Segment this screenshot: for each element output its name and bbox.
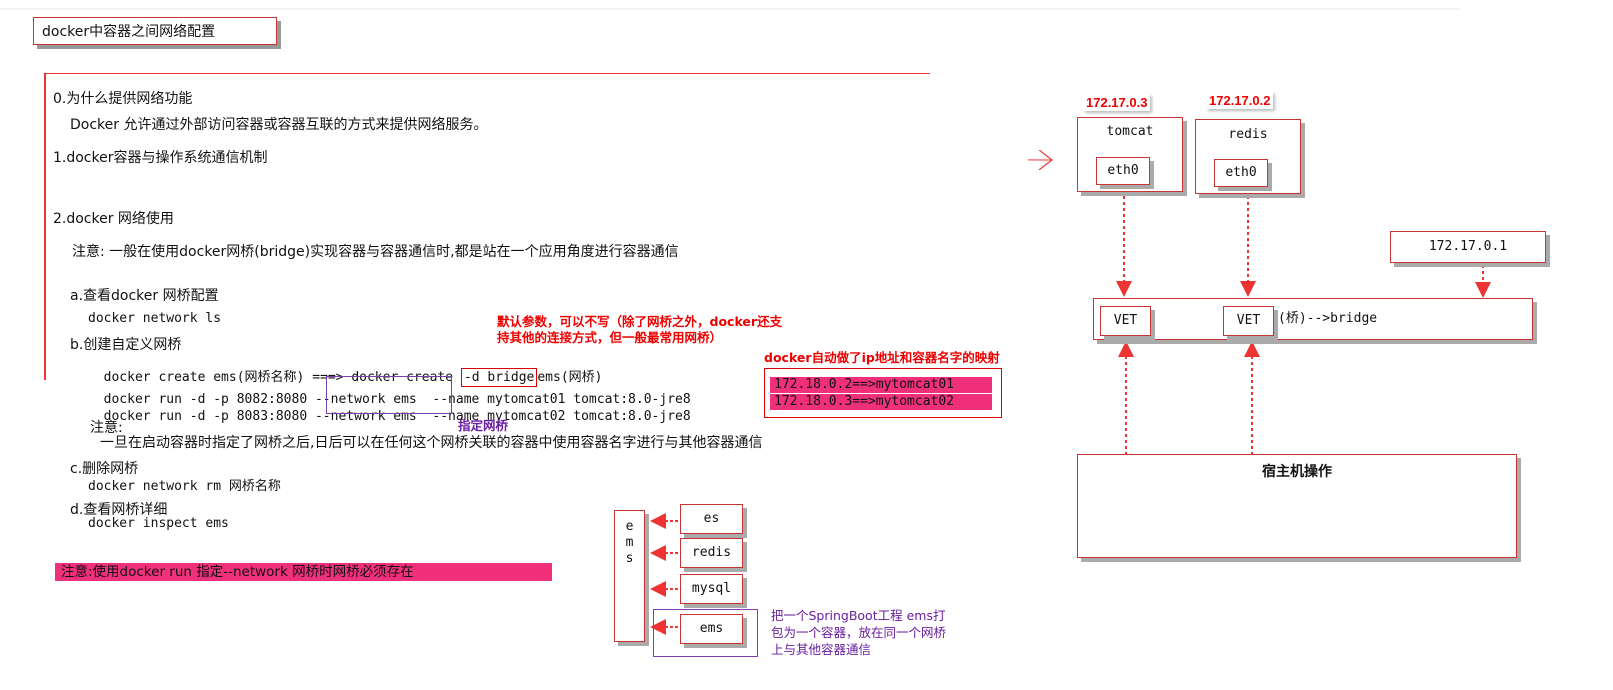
tomcat-name: tomcat [1106,124,1154,139]
d-cmd: docker inspect ems [88,516,229,531]
run1-boxed: --network ems [314,392,417,407]
default-param-line1: 默认参数，可以不写（除了网桥之外，docker还支 [497,314,783,329]
mapping-box [764,368,1002,418]
host-box: 宿主机操作 [1077,454,1517,558]
page-title-text: docker中容器之间网络配置 [42,24,216,40]
auto-mapping-note: docker自动做了ip地址和容器名字的映射 [764,350,1000,365]
es-container: es [680,504,743,534]
gateway-ip: 172.17.0.1 [1390,231,1546,263]
b-cmd-boxed: -d bridge [460,368,538,387]
default-param-line2: 持其他的连接方式，但一般最常用网桥） [497,330,723,345]
run1-prefix: docker run -d -p 8082:8080 [103,392,315,407]
s0-heading: 0.为什么提供网络功能 [53,91,193,107]
note-body: 一旦在启动容器时指定了网桥之后,日后可以在任何这个网桥关联的容器中使用容器名字进… [100,435,763,451]
must-exist-note: 注意:使用docker run 指定--network 网桥时网桥必须存在 [55,563,552,581]
s1-heading: 1.docker容器与操作系统通信机制 [53,150,268,166]
b-heading: b.创建自定义网桥 [70,337,182,353]
note-label: 注意: [90,420,123,436]
b-cmd: docker create ems(网桥名称) ===> docker crea… [88,351,603,387]
tomcat-eth0: eth0 [1096,157,1150,185]
a-cmd: docker network ls [88,311,222,326]
vet-1: VET [1100,306,1151,336]
s0-body: Docker 允许通过外部访问容器或容器互联的方式来提供网络服务。 [70,117,488,133]
s2-heading: 2.docker 网络使用 [53,211,174,227]
ems-bridge-bar: e m s [614,510,645,642]
run2-prefix: docker run -d -p 8083:8080 [103,409,315,424]
springboot-line2: 包为一个容器，放在同一个网桥 [771,625,947,640]
mapping-2: 172.18.0.3==>mytomcat02 [770,394,992,410]
redis-ip: 172.17.0.2 [1206,92,1274,109]
page-title: docker中容器之间网络配置 [33,17,277,45]
springboot-line3: 上与其他容器通信 [771,642,872,657]
ems-highlight-box [653,609,758,657]
a-heading: a.查看docker 网桥配置 [70,288,219,304]
host-label: 宿主机操作 [1262,464,1332,480]
run2-boxed: --network ems [314,409,417,424]
run1-cmd: docker run -d -p 8082:8080 --network ems… [88,377,691,407]
network-ems-box [326,376,452,414]
redis-container: redis [680,538,743,568]
b-cmd-prefix: docker create ems(网桥名称) ===> docker crea… [103,370,461,385]
d-heading: d.查看网桥详细 [70,502,168,518]
run2-cmd: docker run -d -p 8083:8080 --network ems… [88,394,691,424]
s2-note: 注意: 一般在使用docker网桥(bridge)实现容器与容器通信时,都是站在… [72,244,679,260]
specify-bridge-note: 指定网桥 [458,418,509,433]
bridge-label: (桥)-->bridge [1278,311,1378,326]
mysql-container: mysql [680,574,743,604]
tomcat-ip: 172.17.0.3 [1083,94,1151,111]
ems-container: ems [680,614,743,644]
b-cmd-suffix: ems(网桥) [537,370,603,385]
vet-2: VET [1223,306,1274,336]
doc-panel [44,74,1028,380]
bridge-bar: (桥)-->bridge [1093,298,1533,340]
redis-name: redis [1228,127,1268,142]
springboot-line1: 把一个SpringBoot工程 ems打 [771,608,946,623]
ems-bridge-label: e m s [625,519,634,566]
c-cmd: docker network rm 网桥名称 [88,479,281,494]
c-heading: c.删除网桥 [70,461,139,477]
run2-suffix: --name mytomcat02 tomcat:8.0-jre8 [416,409,691,424]
mapping-1: 172.18.0.2==>mytomcat01 [770,377,992,393]
run1-suffix: --name mytomcat01 tomcat:8.0-jre8 [416,392,691,407]
redis-eth0: eth0 [1214,159,1268,187]
